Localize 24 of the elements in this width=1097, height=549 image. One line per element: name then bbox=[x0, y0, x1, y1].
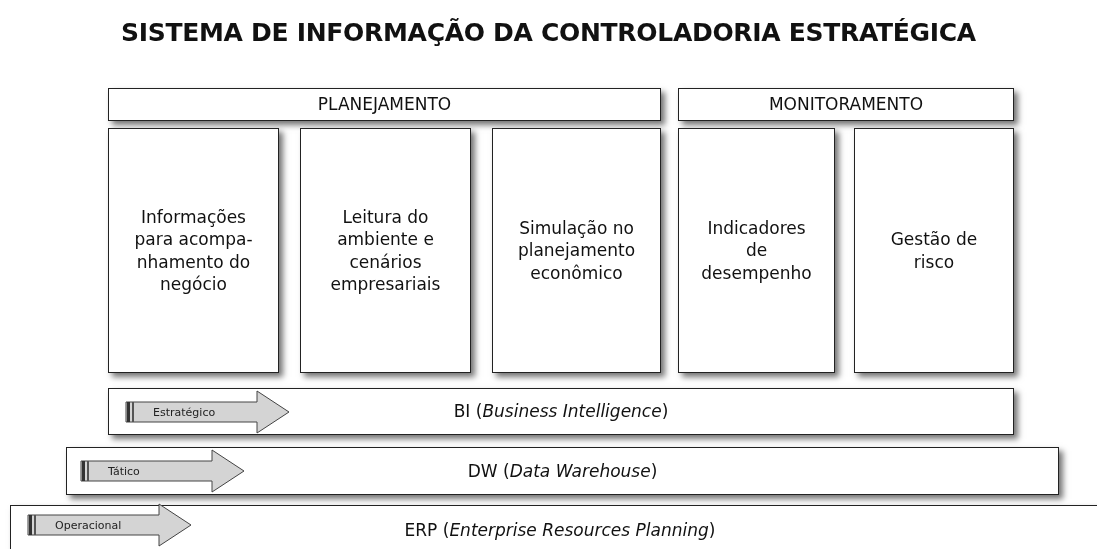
layer-bar bbox=[10, 505, 1097, 549]
box-label: PLANEJAMENTO bbox=[316, 93, 453, 116]
level-tag: Tático bbox=[80, 449, 245, 493]
diagram-title: SISTEMA DE INFORMAÇÃO DA CONTROLADORIA ESTRATÉGICA bbox=[120, 18, 977, 47]
box-label: Gestão de risco bbox=[889, 228, 979, 273]
box-label: BI (Business Intelligence) bbox=[452, 400, 670, 423]
section-header-box bbox=[108, 88, 661, 121]
box-label: Simulação no planejamento econômico bbox=[516, 217, 637, 284]
box-label: Informações para acompa- nhamento do negócio bbox=[133, 206, 254, 295]
box-label: ERP (Enterprise Resources Planning) bbox=[403, 518, 717, 542]
category-box bbox=[492, 128, 661, 373]
level-tag: Estratégico bbox=[125, 390, 290, 434]
level-tag: Operacional bbox=[27, 503, 192, 547]
box-label: DW (Data Warehouse) bbox=[466, 459, 659, 483]
box-label: Leitura do ambiente e cenários empresariais bbox=[329, 206, 442, 295]
box-label: MONITORAMENTO bbox=[767, 93, 925, 116]
layer-bar bbox=[66, 447, 1059, 495]
category-box bbox=[108, 128, 279, 373]
category-box bbox=[300, 128, 471, 373]
category-box bbox=[678, 128, 835, 373]
layer-bar bbox=[108, 388, 1014, 435]
section-header-box bbox=[678, 88, 1014, 121]
box-label: Indicadores de desempenho bbox=[700, 217, 813, 284]
category-box bbox=[854, 128, 1014, 373]
